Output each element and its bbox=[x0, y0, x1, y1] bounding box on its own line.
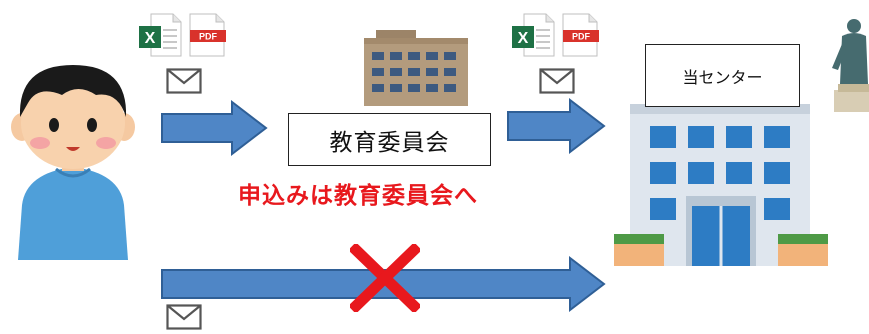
envelope-icon bbox=[166, 68, 202, 94]
applicant-person-illustration bbox=[11, 65, 135, 260]
prohibited-cross-icon bbox=[350, 244, 420, 312]
excel-file-icon: X bbox=[510, 12, 556, 58]
board-of-education-label: 教育委員会 bbox=[329, 129, 450, 156]
envelope-icon bbox=[539, 68, 575, 94]
svg-text:X: X bbox=[145, 30, 156, 47]
center-building-illustration bbox=[614, 104, 828, 266]
board-of-education-box: 教育委員会 bbox=[288, 113, 491, 166]
apply-via-board-note: 申込みは教育委員会へ bbox=[238, 183, 478, 209]
pdf-file-icon: PDF bbox=[186, 12, 232, 58]
center-label: 当センター bbox=[682, 67, 763, 87]
arrow-applicant-to-board bbox=[161, 100, 268, 156]
arrow-board-to-center bbox=[507, 98, 606, 154]
svg-text:PDF: PDF bbox=[199, 32, 218, 42]
pdf-file-icon: PDF bbox=[559, 12, 605, 58]
excel-file-icon: X bbox=[137, 12, 183, 58]
envelope-icon bbox=[166, 304, 202, 330]
board-of-education-building-illustration bbox=[364, 30, 468, 106]
center-box: 当センター bbox=[645, 44, 800, 107]
statue-illustration bbox=[832, 19, 869, 112]
svg-text:PDF: PDF bbox=[572, 32, 591, 42]
svg-text:X: X bbox=[518, 30, 529, 47]
